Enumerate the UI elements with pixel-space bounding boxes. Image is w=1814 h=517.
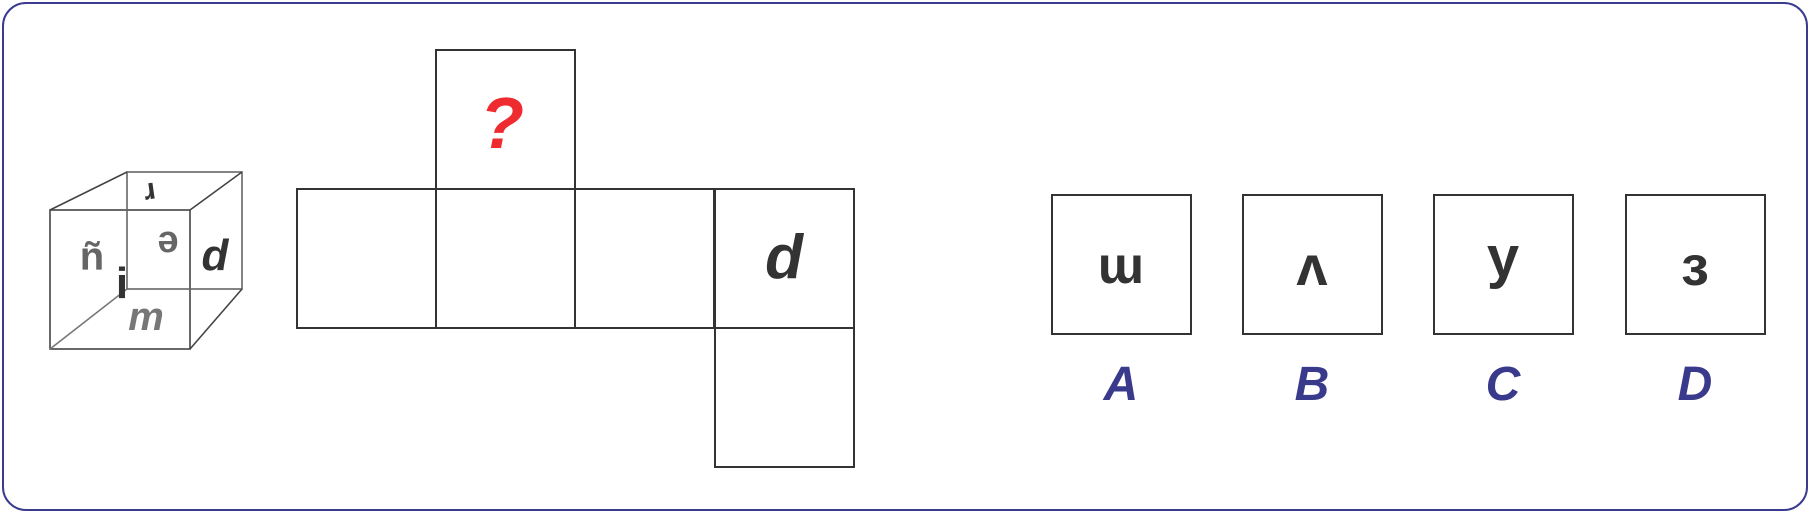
option-b-glyph: ʌ: [1296, 234, 1327, 297]
cube-edge: [49, 288, 128, 350]
cube-back-glyph: ə: [157, 219, 178, 261]
net-face-bottom: [714, 327, 855, 468]
options: ɯ A ʌ B y C ɜ D: [1051, 194, 1766, 411]
question-mark: ?: [480, 84, 524, 164]
cube-back-face: [126, 171, 243, 290]
net-known-glyph: d: [765, 223, 804, 292]
cube-edge-glyph: i: [116, 259, 128, 308]
option-c[interactable]: y C: [1433, 194, 1574, 411]
net-face-1: [296, 188, 437, 329]
net-face-4: [714, 188, 855, 329]
cube-edge: [189, 171, 243, 211]
option-a-glyph: ɯ: [1098, 237, 1144, 295]
cube-right-glyph: d: [202, 231, 230, 280]
cube-edge: [49, 171, 128, 211]
option-b-label[interactable]: B: [1295, 358, 1330, 411]
option-b[interactable]: ʌ B: [1242, 194, 1383, 411]
option-c-glyph: y: [1487, 225, 1519, 290]
net-face-2: [435, 188, 576, 329]
cube-bottom-glyph: m: [128, 295, 164, 339]
option-a-label[interactable]: A: [1103, 358, 1139, 411]
cube-front-glyph: ñ: [80, 235, 104, 279]
option-c-box[interactable]: [1433, 194, 1574, 335]
cube-top-glyph: ɹ: [142, 172, 158, 206]
option-c-label[interactable]: C: [1486, 358, 1522, 411]
cube-front-face: [49, 209, 191, 350]
option-d-box[interactable]: [1625, 194, 1766, 335]
cube-net: [296, 49, 855, 468]
net-face-3: [574, 188, 715, 329]
cube-glyphs: ɹ ə ñ d m i: [80, 172, 230, 339]
option-a-box[interactable]: [1051, 194, 1192, 335]
option-b-box[interactable]: [1242, 194, 1383, 335]
cube-edge: [189, 288, 243, 350]
option-d-glyph: ɜ: [1681, 234, 1709, 297]
option-d-label[interactable]: D: [1678, 358, 1713, 411]
cube: [49, 171, 243, 350]
option-a[interactable]: ɯ A: [1051, 194, 1192, 411]
option-d[interactable]: ɜ D: [1625, 194, 1766, 411]
